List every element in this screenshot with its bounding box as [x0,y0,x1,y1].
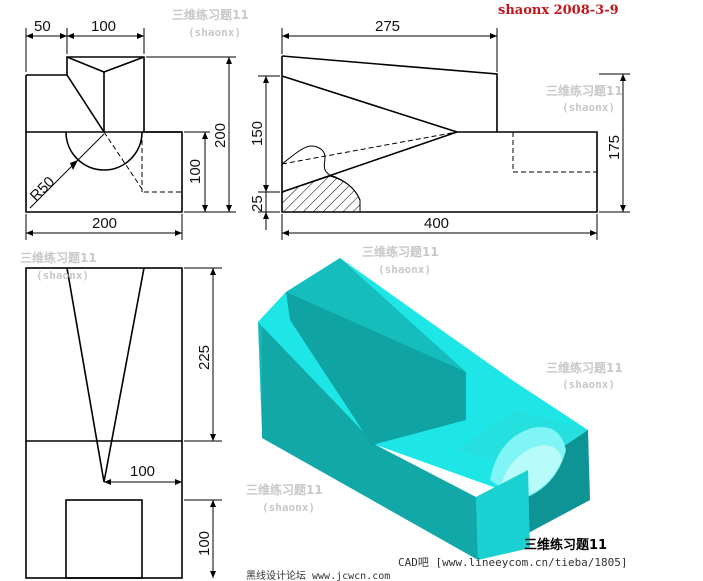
front-view-semicircle [65,131,143,171]
dim-front-200-right: 200 [212,123,229,148]
dim-top-100-inner: 100 [130,463,155,480]
dim-side-400: 400 [424,215,449,232]
svg-text:(shaonx): (shaonx) [562,378,615,391]
top-view: 225 100 100 [25,267,222,579]
dim-top-100-bottom: 100 [196,531,213,556]
svg-text:(shaonx): (shaonx) [562,101,615,114]
radius-label: R50 [27,173,58,204]
dim-front-200-bottom: 200 [92,215,117,232]
isometric-solid [258,258,590,560]
svg-text:三维练习题11: 三维练习题11 [246,482,323,497]
svg-text:三维练习题11: 三维练习题11 [546,83,623,98]
dim-front-50: 50 [34,18,51,35]
site-text: CAD吧 [www.lineeycom.cn/tieba/1805] [398,556,628,569]
svg-text:(shaonx): (shaonx) [36,269,89,282]
side-view: 275 150 25 175 400 [249,18,630,240]
front-view: R50 50 100 200 200 100 [25,18,236,240]
side-view-hatch [281,175,361,213]
svg-text:(shaonx): (shaonx) [262,501,315,514]
top-view-slot [65,499,143,579]
watermark-5: 三维练习题11 (shaonx) [546,360,623,391]
dim-front-100-right: 100 [187,159,204,184]
svg-text:三维练习题11: 三维练习题11 [20,250,97,265]
author-date-title: shaonx 2008-3-9 [498,3,619,18]
watermark-1: 三维练习题11 (shaonx) [172,7,249,39]
model-label: 三维练习题11 [524,537,607,553]
dim-top-225: 225 [196,345,213,370]
svg-text:(shaonx): (shaonx) [378,263,431,276]
dim-side-175: 175 [606,135,623,160]
watermark-2: 三维练习题11 (shaonx) [546,83,623,114]
dim-side-25: 25 [249,195,266,212]
svg-text:三维练习题11: 三维练习题11 [362,244,439,259]
watermark-3: 三维练习题11 (shaonx) [20,250,97,282]
svg-text:(shaonx): (shaonx) [188,26,241,39]
svg-text:三维练习题11: 三维练习题11 [172,7,249,22]
bottom-text: 黑线设计论坛 www.jcwcn.com [246,569,390,581]
watermark-4: 三维练习题11 (shaonx) [362,244,439,276]
svg-text:三维练习题11: 三维练习题11 [546,360,623,375]
dim-side-275: 275 [375,18,400,35]
dim-side-150: 150 [249,121,266,146]
top-view-outline [25,267,183,579]
watermark-6: 三维练习题11 (shaonx) [246,482,323,514]
dim-front-100-top: 100 [91,18,116,35]
